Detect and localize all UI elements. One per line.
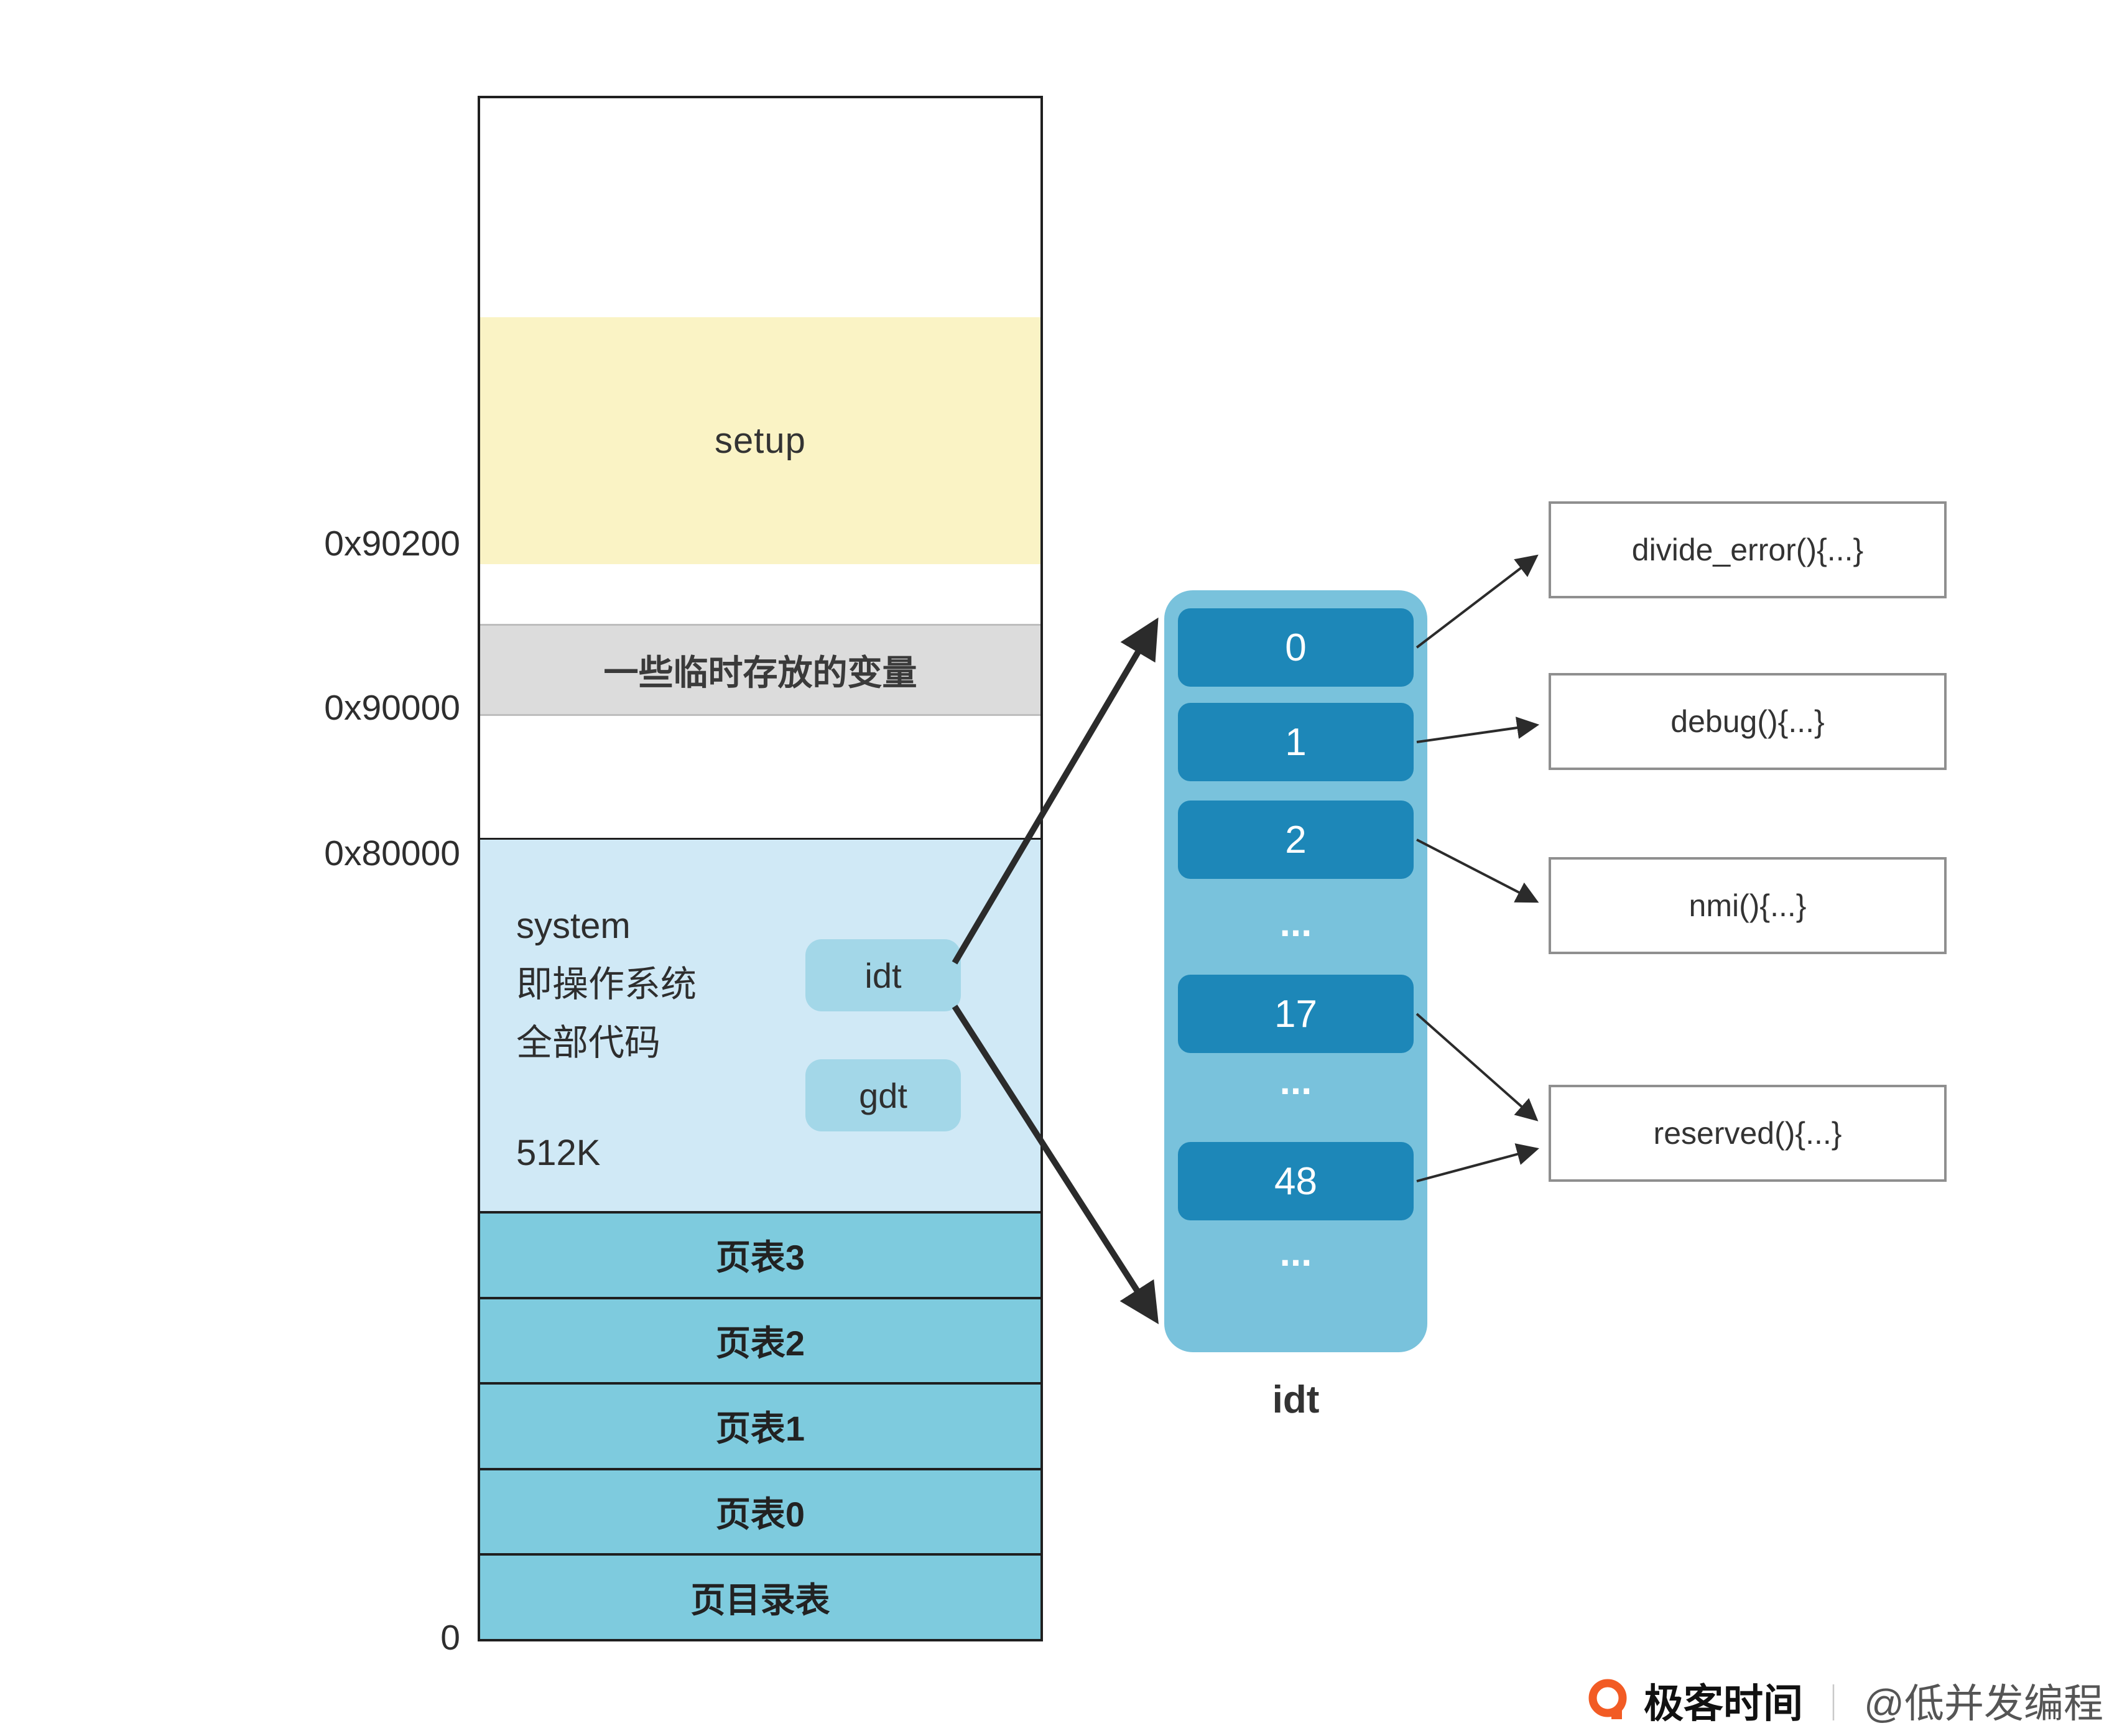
arrow-entry0-to-divide-error — [1415, 554, 1539, 649]
system-label: system 即操作系统 全部代码 — [516, 897, 697, 1072]
temp-vars-section: 一些临时存放的变量 — [480, 624, 1040, 716]
idt-entry-17: 17 — [1178, 975, 1414, 1053]
arrow-entry1-to-debug — [1416, 717, 1540, 743]
setup-section: setup — [480, 317, 1040, 564]
idt-table-caption: idt — [1272, 1378, 1320, 1421]
page-table-1-row: 页表1 — [480, 1382, 1040, 1468]
address-label-0x90200: 0x90200 — [324, 524, 460, 564]
page-table-2-row: 页表2 — [480, 1296, 1040, 1383]
handler-divide-error: divide_error(){...} — [1549, 501, 1947, 598]
idt-table: 0 1 2 ... 17 ... 48 ... — [1164, 590, 1427, 1352]
footer-separator: ｜ — [1815, 1684, 1852, 1724]
footer: 极客时间 ｜ @低并发编程 — [1584, 1672, 2103, 1729]
idt-entry-48: 48 — [1178, 1142, 1414, 1220]
geektime-logo-icon — [1588, 1679, 1627, 1719]
system-label-line3: 全部代码 — [516, 1023, 661, 1063]
system-size-label: 512K — [516, 1133, 601, 1173]
footer-brand: 极客时间 — [1644, 1681, 1804, 1726]
page-directory-row: 页目录表 — [480, 1553, 1040, 1639]
idt-pointer-box: idt — [805, 939, 961, 1011]
idt-ellipsis-3: ... — [1279, 1231, 1312, 1274]
idt-entry-1: 1 — [1178, 703, 1414, 781]
address-label-0x90000: 0x90000 — [324, 688, 460, 728]
page-table-3-row: 页表3 — [480, 1211, 1040, 1297]
memory-column: setup 一些临时存放的变量 system 即操作系统 全部代码 512K i… — [478, 96, 1043, 1641]
arrow-entry48-to-reserved — [1416, 1143, 1539, 1182]
handler-reserved: reserved(){...} — [1549, 1085, 1947, 1182]
system-section: system 即操作系统 全部代码 512K idt gdt — [480, 838, 1040, 1211]
gdt-pointer-box: gdt — [805, 1059, 961, 1131]
arrow-entry2-to-nmi — [1416, 838, 1539, 903]
handler-debug: debug(){...} — [1549, 673, 1947, 770]
footer-author: @低并发编程 — [1864, 1681, 2103, 1726]
idt-ellipsis-1: ... — [1279, 901, 1312, 945]
idt-ellipsis-2: ... — [1279, 1059, 1312, 1103]
idt-entry-2: 2 — [1178, 801, 1414, 879]
page-table-rows: 页表3 页表2 页表1 页表0 页目录表 — [480, 1211, 1040, 1639]
address-label-0: 0 — [440, 1618, 460, 1658]
address-label-0x80000: 0x80000 — [324, 833, 460, 873]
page-table-0-row: 页表0 — [480, 1467, 1040, 1554]
idt-entry-0: 0 — [1178, 608, 1414, 687]
handler-nmi: nmi(){...} — [1549, 857, 1947, 954]
arrow-entry17-to-reserved — [1415, 1013, 1539, 1121]
system-label-line2: 即操作系统 — [516, 964, 697, 1005]
system-label-line1: system — [516, 906, 631, 946]
